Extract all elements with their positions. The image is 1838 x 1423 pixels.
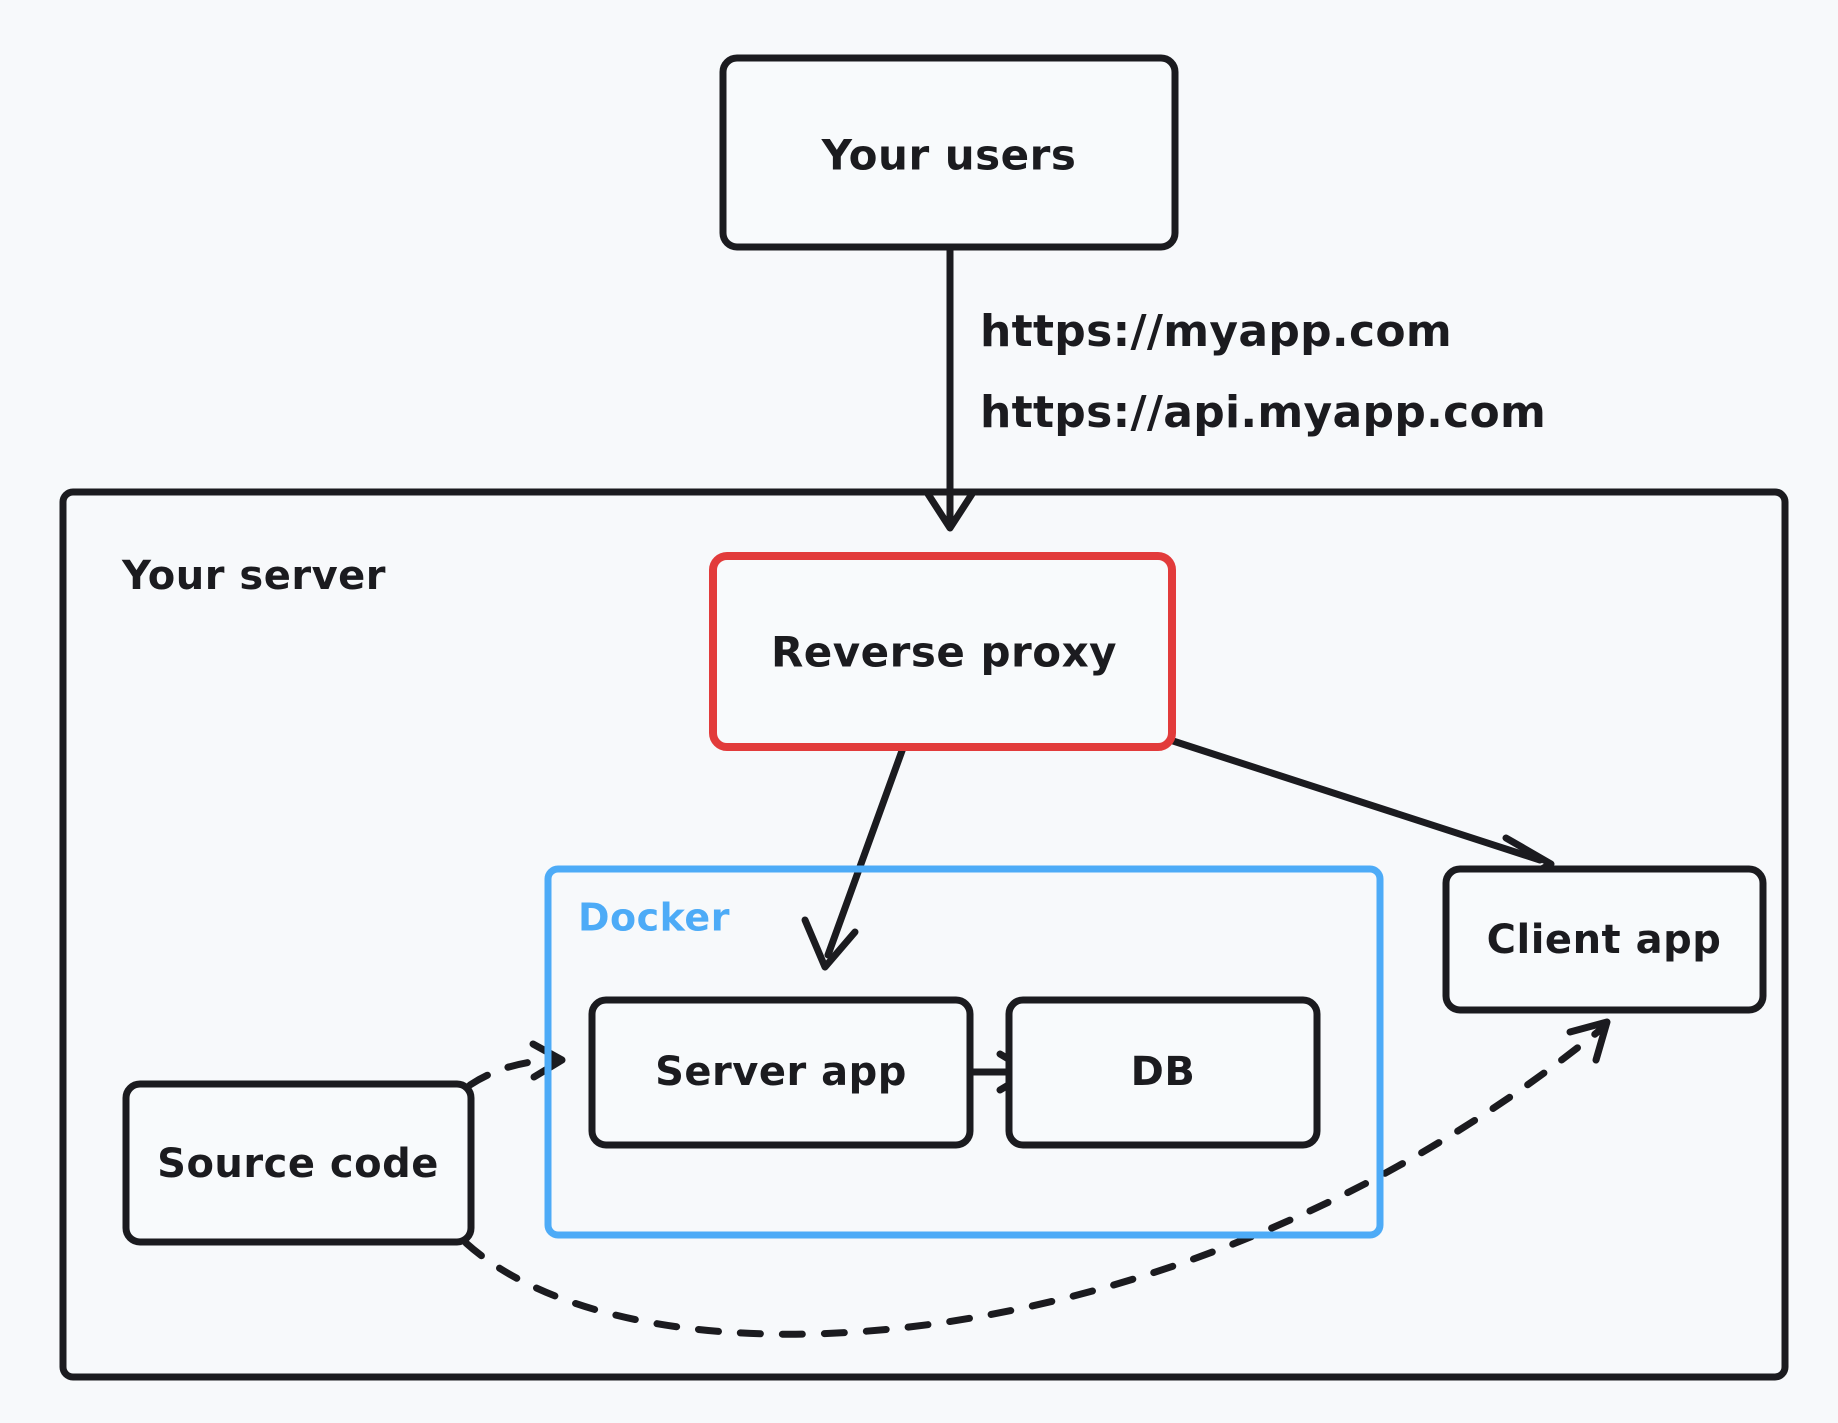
edge-source-code-to-server-app (466, 1040, 566, 1089)
node-reverse-proxy[interactable]: Reverse proxy (709, 552, 1176, 751)
docker-label: Docker (578, 896, 730, 940)
your-server-container: Your server (59, 488, 1789, 1381)
your-users-label: Your users (821, 131, 1077, 180)
url-api-label: https://api.myapp.com (980, 387, 1546, 438)
edge-users-to-reverse-proxy (924, 244, 976, 532)
server-app-label: Server app (655, 1049, 907, 1095)
source-code-label: Source code (157, 1141, 439, 1187)
your-server-label: Your server (121, 553, 386, 599)
url-primary-label: https://myapp.com (980, 306, 1452, 357)
client-app-label: Client app (1487, 917, 1722, 963)
node-source-code[interactable]: Source code (122, 1080, 475, 1246)
node-client-app[interactable]: Client app (1442, 865, 1767, 1014)
db-label: DB (1131, 1049, 1196, 1095)
edge-reverse-proxy-to-server-app (801, 744, 907, 971)
node-server-app[interactable]: Server app (588, 996, 974, 1149)
node-db[interactable]: DB (1005, 996, 1321, 1149)
edge-url-labels: https://myapp.com https://api.myapp.com (980, 306, 1546, 438)
docker-container: Docker (544, 865, 1384, 1239)
reverse-proxy-label: Reverse proxy (771, 628, 1117, 677)
node-your-users[interactable]: Your users (719, 54, 1179, 251)
edge-source-code-to-client-app (462, 1018, 1611, 1338)
edge-reverse-proxy-to-client-app (1166, 736, 1555, 888)
